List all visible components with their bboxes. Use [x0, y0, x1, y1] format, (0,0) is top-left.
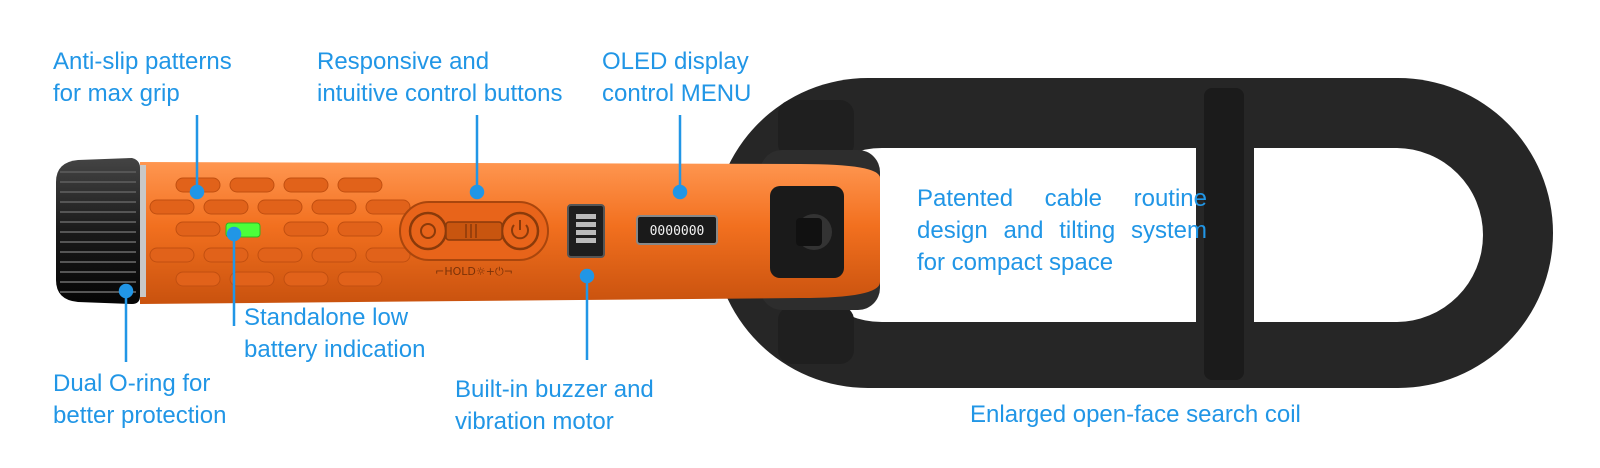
grip-pad — [257, 247, 303, 263]
grip-pad — [203, 247, 249, 263]
grip-pad — [365, 247, 411, 263]
grip-pad — [283, 271, 329, 287]
control-button-panel: ⌐HOLD☼+⏻¬ — [399, 201, 549, 278]
grip-pad — [175, 271, 221, 287]
grip-pad — [149, 247, 195, 263]
hold-slider — [445, 221, 503, 241]
label-search-coil: Enlarged open-face search coil — [970, 401, 1301, 428]
grip-pad — [365, 199, 411, 215]
cap-grip-ridges — [60, 171, 136, 293]
oled-display: 0000000 — [636, 215, 718, 245]
button-legend: ⌐HOLD☼+⏻¬ — [435, 265, 513, 278]
grip-pad — [229, 271, 275, 287]
coil-hinge-bottom — [778, 306, 854, 364]
coil-hinge-top — [778, 100, 854, 158]
anti-slip-pattern — [149, 177, 411, 287]
coil-opening-right — [1254, 148, 1483, 322]
grip-pad — [283, 221, 329, 237]
grip-pad — [311, 199, 357, 215]
coil-divider — [1204, 88, 1244, 380]
coil-opening-left — [795, 148, 1196, 322]
end-cap — [56, 158, 146, 304]
grip-pad — [311, 247, 357, 263]
battery-icon — [567, 204, 605, 258]
grip-pad — [149, 199, 195, 215]
grip-pad — [229, 177, 275, 193]
grip-pad — [175, 221, 221, 237]
oled-readout: 0000000 — [650, 224, 705, 239]
grip-pad — [257, 199, 303, 215]
grip-pad — [337, 221, 383, 237]
grip-pad — [337, 177, 383, 193]
grip-pad — [203, 199, 249, 215]
grip-pad — [337, 271, 383, 287]
grip-pad — [283, 177, 329, 193]
callout-leaders — [118, 115, 688, 362]
